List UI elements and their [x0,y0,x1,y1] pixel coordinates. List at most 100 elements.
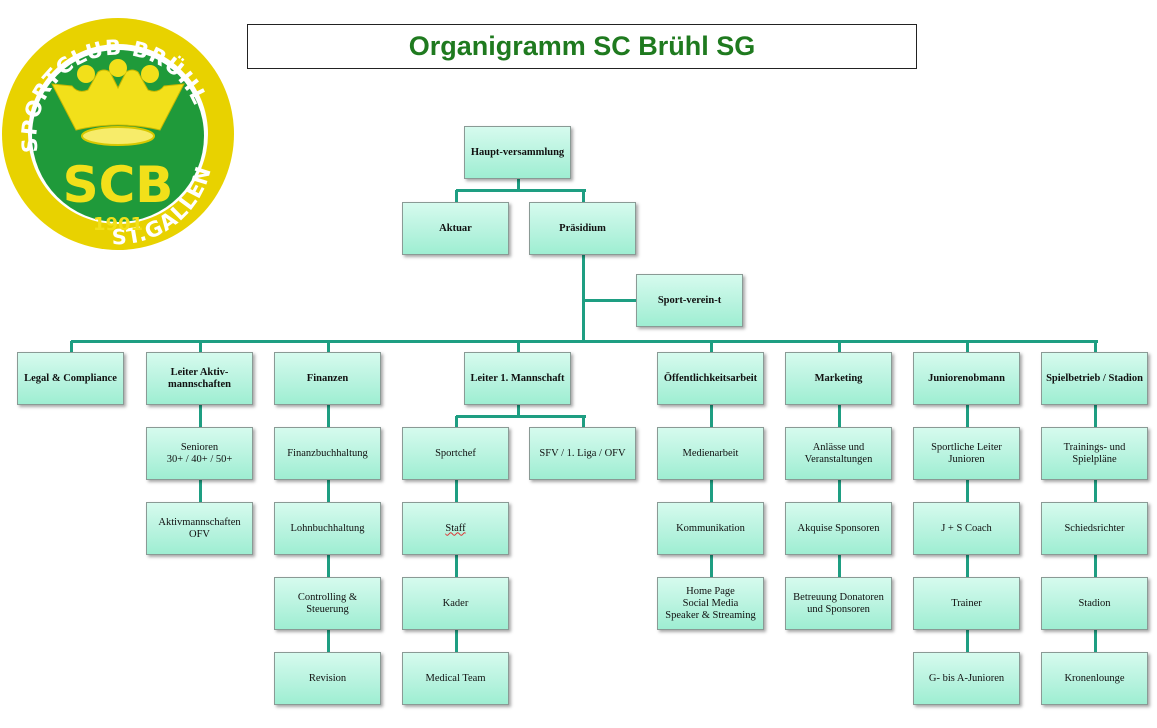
node-leiter-aktivmannschaften[interactable]: Leiter Aktiv- mannschaften [146,352,253,405]
node-hauptversammlung[interactable]: Haupt-versammlung [464,126,571,179]
node-label: Aktivmannschaften OFV [158,516,241,540]
node-aktivmannschaften-ofv[interactable]: Aktivmannschaften OFV [146,502,253,555]
node-kader[interactable]: Kader [402,577,509,630]
node-label: Marketing [814,372,863,384]
connector-line [456,415,586,418]
node-schiedsrichter[interactable]: Schiedsrichter [1041,502,1148,555]
node-trainer[interactable]: Trainer [913,577,1020,630]
connector-line [582,255,585,341]
node-label: Aktuar [439,222,472,234]
node-label: Trainings- und Spielpläne [1063,441,1126,465]
node-kronenlounge[interactable]: Kronenlounge [1041,652,1148,705]
connector-line [582,416,585,427]
node-staff[interactable]: Staff [402,502,509,555]
logo-year: 1901 [93,214,143,235]
node-label: Home Page Social Media Speaker & Streami… [665,585,756,621]
node-label: J + S Coach [941,522,992,534]
node-juniorenobmann[interactable]: Juniorenobmann [913,352,1020,405]
node-aktuar[interactable]: Aktuar [402,202,509,255]
connector-line [455,480,458,652]
node-label: Stadion [1078,597,1111,609]
node-label: Controlling & Steuerung [297,591,358,615]
node-medical-team[interactable]: Medical Team [402,652,509,705]
node-anlaesse-veranstaltungen[interactable]: Anlässe und Veranstaltungen [785,427,892,480]
connector-line [582,190,585,202]
node-label: Finanzen [306,372,349,384]
connector-line [710,405,713,577]
node-finanzbuchhaltung[interactable]: Finanzbuchhaltung [274,427,381,480]
node-spielbetrieb-stadion[interactable]: Spielbetrieb / Stadion [1041,352,1148,405]
node-label: Leiter Aktiv- mannschaften [167,366,231,390]
connector-line [517,341,520,352]
node-label: Betreuung Donatoren und Sponsoren [793,591,884,615]
node-label: Präsidium [559,222,606,234]
node-oeffentlichkeitsarbeit[interactable]: Öffentlichkeitsarbeit [657,352,764,405]
node-label: Lohnbuchhaltung [290,522,365,534]
node-label: SFV / 1. Liga / OFV [539,447,626,459]
connector-line [517,405,520,416]
club-logo: SPORTCLUB BRÜHL ST.GALLEN SCB 1901 [2,18,234,250]
node-sfv-liga-ofv[interactable]: SFV / 1. Liga / OFV [529,427,636,480]
node-label: Kommunikation [676,522,745,534]
connector-line [199,341,202,352]
node-label: Anlässe und Veranstaltungen [804,441,873,465]
node-label: Trainer [951,597,982,609]
node-homepage-social-media[interactable]: Home Page Social Media Speaker & Streami… [657,577,764,630]
node-label: Öffentlichkeitsarbeit [663,372,758,384]
node-marketing[interactable]: Marketing [785,352,892,405]
node-sportliche-leiter-junioren[interactable]: Sportliche Leiter Junioren [913,427,1020,480]
node-label: Finanzbuchhaltung [287,447,368,459]
node-label: Leiter 1. Mannschaft [470,372,565,384]
node-trainings-spielplaene[interactable]: Trainings- und Spielpläne [1041,427,1148,480]
node-sportchef[interactable]: Sportchef [402,427,509,480]
connector-line [838,405,841,577]
connector-line [583,299,639,302]
node-praesidium[interactable]: Präsidium [529,202,636,255]
node-label: Revision [308,672,347,684]
node-label: Haupt-versammlung [470,146,565,158]
node-label: Medienarbeit [682,447,739,459]
node-label: Schiedsrichter [1064,522,1125,534]
node-revision[interactable]: Revision [274,652,381,705]
node-label: Akquise Sponsoren [797,522,880,534]
node-medienarbeit[interactable]: Medienarbeit [657,427,764,480]
node-lohnbuchhaltung[interactable]: Lohnbuchhaltung [274,502,381,555]
node-label: Kader [442,597,469,609]
node-label: Kronenlounge [1064,672,1125,684]
node-controlling-steuerung[interactable]: Controlling & Steuerung [274,577,381,630]
node-label: Medical Team [425,672,486,684]
connector-line [456,189,586,192]
page-title: Organigramm SC Brühl SG [408,31,756,61]
node-legal-compliance[interactable]: Legal & Compliance [17,352,124,405]
connector-line [327,341,330,352]
node-label: Sportliche Leiter Junioren [931,441,1002,465]
node-label: Sport-verein-t [657,294,722,306]
node-label: Senioren 30+ / 40+ / 50+ [166,441,233,465]
connector-line [966,341,969,352]
node-label: Spielbetrieb / Stadion [1046,372,1143,384]
node-label: Staff [445,522,466,534]
node-label: G- bis A-Junioren [928,672,1005,684]
logo-monogram: SCB [63,156,174,214]
connector-line [71,340,1098,343]
connector-line [70,341,73,352]
node-kommunikation[interactable]: Kommunikation [657,502,764,555]
node-akquise-sponsoren[interactable]: Akquise Sponsoren [785,502,892,555]
connector-line [455,416,458,427]
node-g-bis-a-junioren[interactable]: G- bis A-Junioren [913,652,1020,705]
node-sportverein[interactable]: Sport-verein-t [636,274,743,327]
node-label: Juniorenobmann [928,372,1005,384]
node-leiter-1-mannschaft[interactable]: Leiter 1. Mannschaft [464,352,571,405]
node-label: Legal & Compliance [24,372,117,384]
connector-line [517,179,520,190]
title-box: Organigramm SC Brühl SG [247,24,917,69]
node-finanzen[interactable]: Finanzen [274,352,381,405]
node-stadion[interactable]: Stadion [1041,577,1148,630]
node-js-coach[interactable]: J + S Coach [913,502,1020,555]
node-betreuung-donatoren[interactable]: Betreuung Donatoren und Sponsoren [785,577,892,630]
crown-icon [51,59,185,146]
connector-line [710,341,713,352]
node-label: Sportchef [435,447,476,459]
node-senioren[interactable]: Senioren 30+ / 40+ / 50+ [146,427,253,480]
connector-line [838,341,841,352]
